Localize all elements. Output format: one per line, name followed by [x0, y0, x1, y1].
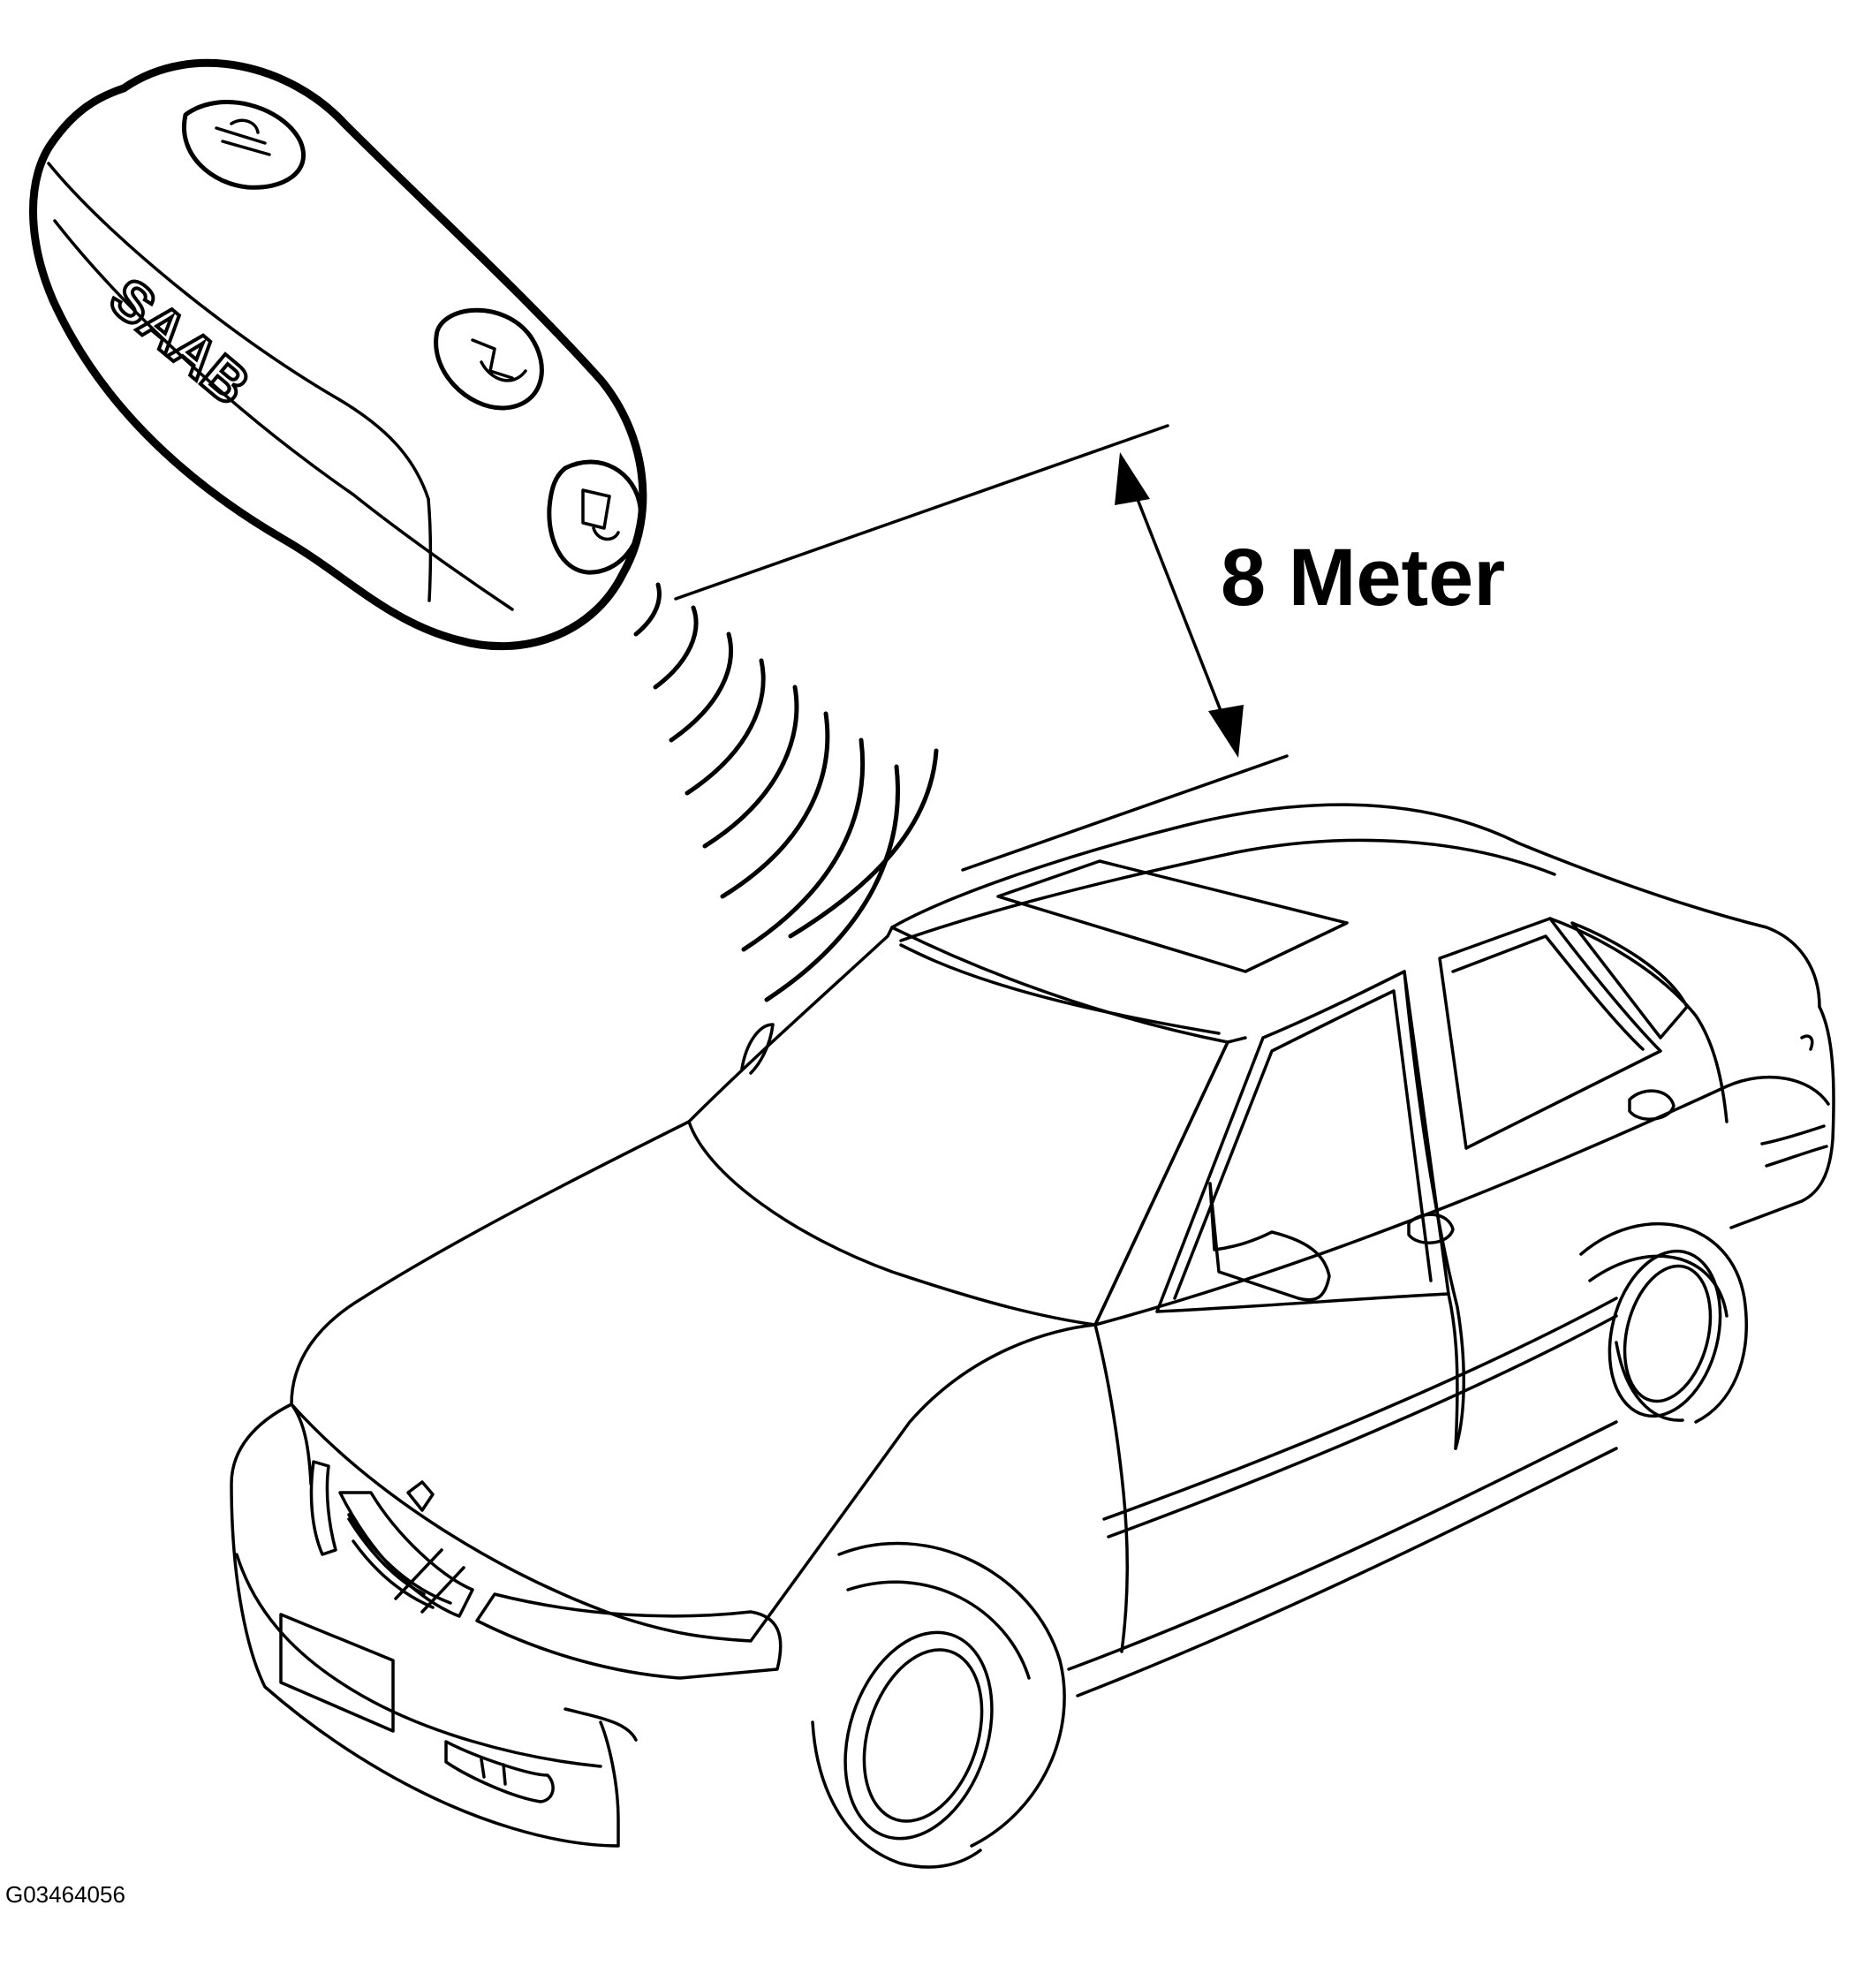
car-b-pillar: [1403, 970, 1466, 1450]
car-grille: [338, 1491, 474, 1618]
car-rear-window: [1438, 917, 1662, 1150]
car-hood: [290, 1120, 1097, 1643]
radio-signal-icon: [633, 582, 939, 1002]
sedan-car-icon: [230, 803, 1835, 1869]
key-fob-side-panel: [427, 497, 433, 602]
car-hood-crease: [290, 1403, 313, 1486]
car-roof: [890, 803, 1821, 1009]
car-mirror-right: [1208, 1182, 1331, 1302]
signal-arc-9: [788, 748, 939, 939]
key-fob-lower-edge: [53, 219, 514, 611]
car-roof-inner: [899, 838, 1556, 942]
car-windshield-inner: [899, 943, 1221, 1035]
car-a-pillar: [1093, 1036, 1247, 1327]
car-sill: [1067, 1420, 1618, 1697]
reference-line-bottom: [961, 754, 1289, 872]
car-front-window-inner: [1173, 989, 1433, 1300]
signal-arc-3: [669, 631, 733, 743]
double-headed-arrow-icon: [1115, 452, 1244, 758]
car-front-window: [1155, 970, 1450, 1313]
signal-arc-6: [720, 711, 830, 899]
reference-line-top: [674, 424, 1169, 601]
key-fob-icon: SAAB: [29, 58, 647, 651]
car-rear-window-inner: [1451, 934, 1645, 1051]
car-windshield: [687, 926, 1229, 1327]
distance-indicator: [674, 424, 1289, 872]
car-rear-quarter-window: [1570, 921, 1689, 1040]
signal-arc-4: [685, 658, 766, 796]
unlock-icon: [434, 307, 544, 411]
car-front-chin: [564, 1707, 638, 1742]
trunk-release-icon: [182, 100, 306, 190]
car-fog-light: [444, 1740, 555, 1803]
car-license-plate: [279, 1613, 395, 1733]
car-rear-wheel: [1579, 1222, 1748, 1424]
car-grille-slats: [347, 1517, 465, 1614]
car-front-door: [1093, 1323, 1130, 1653]
car-front-wheel: [811, 1541, 1066, 1869]
car-emblem: [406, 1480, 435, 1512]
signal-arc-7: [741, 737, 866, 952]
lock-icon: [547, 459, 644, 575]
key-fob-body: [29, 58, 647, 651]
car-sunroof: [996, 859, 1349, 973]
signal-arc-2: [653, 605, 699, 690]
signal-arc-5: [702, 684, 799, 849]
signal-arc-8: [764, 764, 900, 1002]
key-fob-ridge: [47, 162, 430, 501]
car-rear-door: [1447, 1292, 1459, 1450]
car-c-pillar: [1548, 917, 1728, 1123]
signal-arc-1: [633, 582, 662, 637]
car-headlight-left: [309, 1460, 337, 1556]
car-rear-end: [1729, 1005, 1835, 1229]
figure-code: G03464056: [5, 1881, 125, 1908]
car-side-molding: [1102, 1297, 1618, 1539]
car-mirror-left: [740, 1023, 775, 1075]
car-door-handle-rear: [1628, 1089, 1676, 1121]
car-rear-light-small: [1800, 1034, 1814, 1051]
car-bumper-lip: [235, 1553, 602, 1768]
car-rear-lamp: [1760, 1124, 1828, 1168]
distance-label: 8 Meter: [1221, 533, 1506, 623]
car-body-side: [1093, 1075, 1830, 1327]
car-headlight-right: [475, 1592, 783, 1680]
car-front-bumper: [230, 1403, 620, 1848]
